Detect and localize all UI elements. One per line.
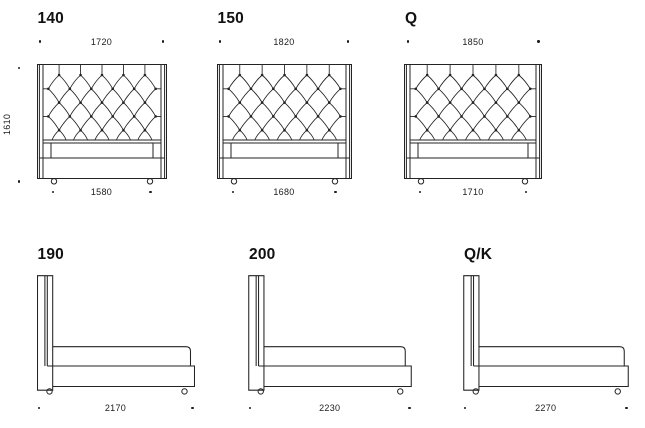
bed-front-140: 140 1720 1580: [36, 0, 167, 214]
bed-front-150: 150 1820 1680: [216, 0, 352, 214]
dimension-value: 1850: [462, 36, 484, 47]
dim-dot: [231, 190, 234, 194]
bed-side-drawing: [463, 275, 629, 395]
bed-front-drawing: [216, 64, 352, 185]
dim-dot: [419, 190, 422, 194]
bed-size-label: Q: [405, 10, 418, 27]
dim-dot: [17, 180, 20, 183]
bed-side-drawing: [36, 275, 195, 395]
dim-dot: [408, 406, 411, 410]
dim-dot: [219, 40, 222, 43]
dim-dot: [249, 406, 252, 410]
dim-dot: [537, 40, 540, 43]
length-dimension: 2270: [463, 403, 629, 413]
bed-side-qk: Q/K 2270: [463, 244, 629, 416]
bed-size-label: 190: [37, 246, 64, 263]
headboard-width-dimension: 1850: [404, 37, 542, 47]
dim-dot: [161, 40, 164, 43]
bed-size-label: 140: [37, 10, 64, 27]
base-width-dimension: 1580: [37, 187, 167, 197]
bed-side-drawing: [248, 275, 412, 395]
dim-dot: [346, 40, 349, 43]
headboard-width-dimension: 1820: [217, 37, 352, 47]
dimension-value: 2170: [104, 403, 127, 413]
height-dimension-dots: [17, 66, 21, 183]
bed-front-q: Q 1850 1710: [404, 0, 542, 214]
dimension-value: 1720: [90, 36, 113, 47]
bed-size-label: Q/K: [464, 246, 493, 263]
dim-dot: [524, 190, 527, 194]
bed-side-190: 190 2170: [36, 244, 195, 416]
dimension-value: 1710: [462, 187, 484, 197]
dim-dot: [39, 40, 42, 43]
length-dimension: 2230: [248, 403, 412, 413]
dim-dot: [149, 190, 152, 194]
height-dimension-label: 1610: [2, 113, 12, 135]
bed-front-drawing: [404, 64, 542, 185]
base-width-dimension: 1680: [217, 187, 352, 197]
dim-dot: [464, 406, 467, 410]
dim-dot: [51, 190, 54, 194]
dimension-value: 1820: [273, 36, 295, 47]
dim-dot: [17, 66, 20, 69]
dim-dot: [37, 406, 40, 410]
bed-size-label: 150: [217, 10, 244, 27]
dim-dot: [191, 406, 194, 410]
bed-side-200: 200 2230: [248, 244, 412, 416]
dimension-value: 1680: [273, 187, 295, 197]
bed-size-label: 200: [249, 246, 276, 263]
bed-front-drawing: [36, 64, 167, 185]
dimension-value: 2270: [535, 403, 557, 413]
dim-dot: [406, 40, 409, 43]
dimension-value: 1580: [90, 187, 113, 197]
base-width-dimension: 1710: [404, 187, 542, 197]
dim-dot: [334, 190, 337, 194]
dimension-value: 2230: [319, 403, 341, 413]
dim-dot: [625, 406, 628, 410]
length-dimension: 2170: [37, 403, 195, 413]
headboard-width-dimension: 1720: [37, 37, 167, 47]
